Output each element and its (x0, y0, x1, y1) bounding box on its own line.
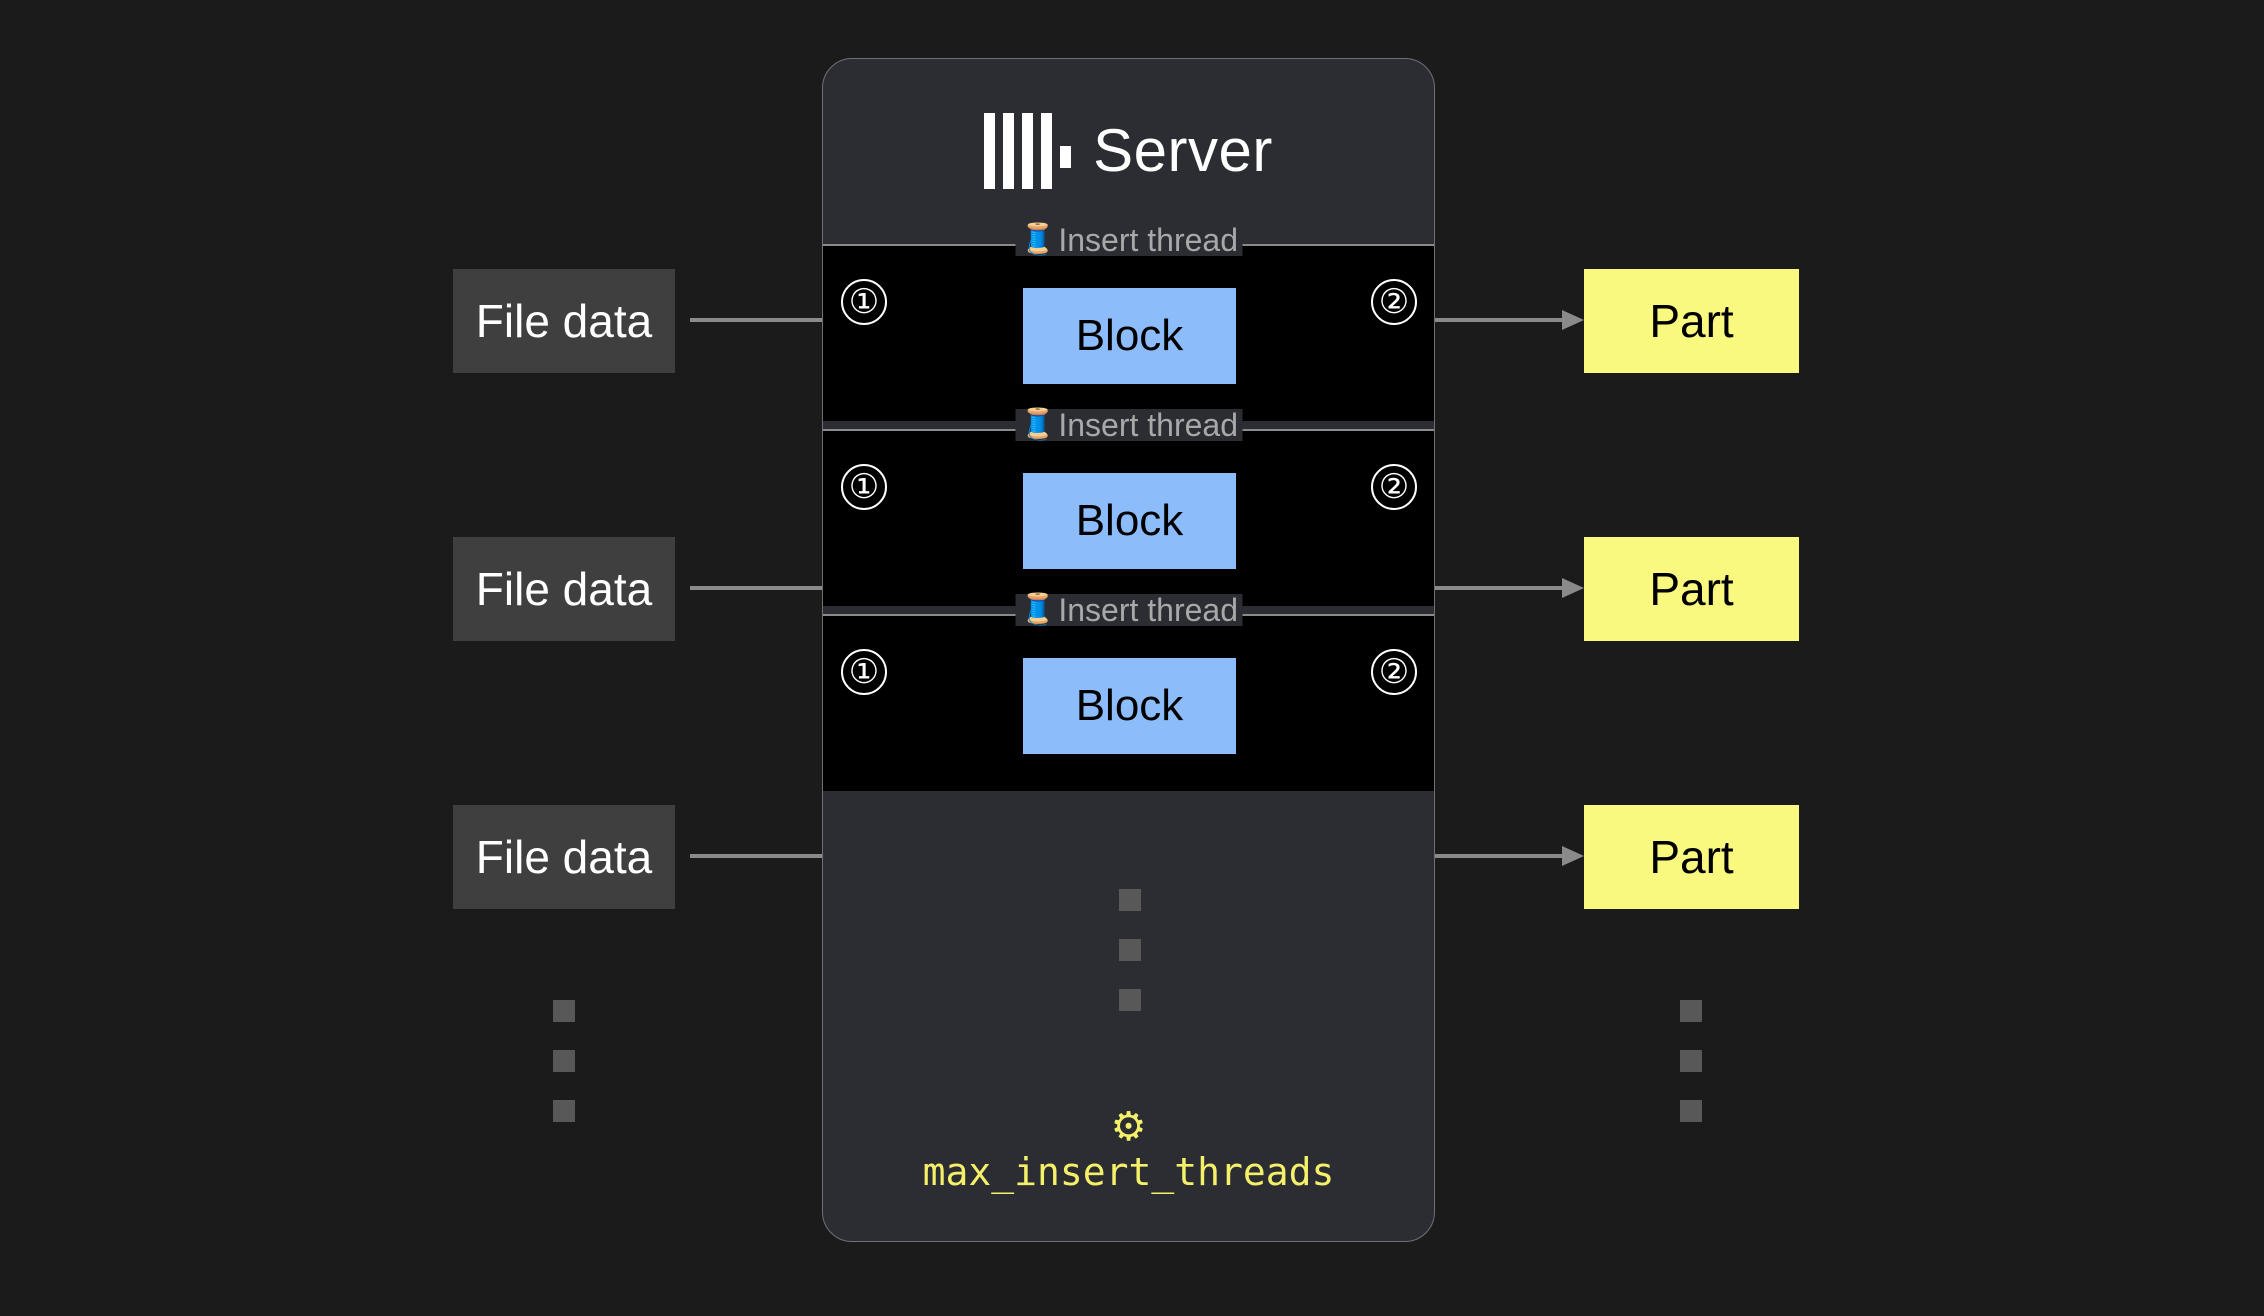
insert-thread-label-3: 🧵 Insert thread (1014, 592, 1243, 628)
step-number-out-2: ② (1371, 464, 1417, 510)
insert-thread-lane-2: 🧵 Insert thread ① ② Block (823, 409, 1434, 606)
gear-icon: ⚙ (1110, 1105, 1147, 1149)
server-header: Server (823, 59, 1434, 243)
block-box-3: Block (1023, 658, 1236, 754)
thread-spool-icon: 🧵 (1018, 408, 1057, 441)
setting-footer: ⚙ max_insert_threads (823, 1107, 1434, 1191)
ellipsis-dot (1119, 939, 1141, 961)
file-data-label: File data (475, 563, 653, 615)
insert-thread-label-1: 🧵 Insert thread (1014, 222, 1243, 258)
part-label: Part (1649, 563, 1734, 615)
thread-spool-icon: 🧵 (1018, 223, 1057, 256)
insert-thread-lane-1: 🧵 Insert thread ① ② Block (823, 224, 1434, 421)
part-box-2: Part (1584, 537, 1799, 641)
part-label: Part (1649, 831, 1734, 883)
insert-thread-lane-3: 🧵 Insert thread ① ② Block (823, 594, 1434, 791)
insert-thread-text: Insert thread (1058, 407, 1239, 443)
insert-thread-text: Insert thread (1058, 592, 1239, 628)
setting-name-label: max_insert_threads (922, 1150, 1335, 1194)
insert-thread-label-2: 🧵 Insert thread (1014, 407, 1243, 443)
server-panel: Server 🧵 Insert thread ① ② Block 🧵 Inser… (822, 58, 1435, 1242)
step-number-out-1: ② (1371, 279, 1417, 325)
ellipsis-dot (1680, 1050, 1702, 1072)
ellipsis-dot (1119, 889, 1141, 911)
step-number-in-2: ① (841, 464, 887, 510)
file-data-box-3: File data (453, 805, 675, 909)
file-data-box-1: File data (453, 269, 675, 373)
part-box-1: Part (1584, 269, 1799, 373)
block-box-2: Block (1023, 473, 1236, 569)
ellipsis-dots-center (1119, 889, 1141, 1011)
step-number-in-3: ① (841, 649, 887, 695)
thread-spool-icon: 🧵 (1018, 593, 1057, 626)
ellipsis-dot (1680, 1000, 1702, 1022)
ellipsis-dot (553, 1050, 575, 1072)
block-label: Block (1075, 496, 1184, 545)
clickhouse-logo-icon (984, 113, 1072, 189)
file-data-label: File data (475, 295, 653, 347)
block-label: Block (1075, 681, 1184, 730)
block-box-1: Block (1023, 288, 1236, 384)
ellipsis-dot (553, 1100, 575, 1122)
file-data-label: File data (475, 831, 653, 883)
ellipsis-dots-left (553, 1000, 575, 1122)
ellipsis-dot (553, 1000, 575, 1022)
ellipsis-dot (1680, 1100, 1702, 1122)
file-data-box-2: File data (453, 537, 675, 641)
ellipsis-dots-right (1680, 1000, 1702, 1122)
insert-thread-text: Insert thread (1058, 222, 1239, 258)
part-label: Part (1649, 295, 1734, 347)
step-number-in-1: ① (841, 279, 887, 325)
server-title: Server (1093, 117, 1273, 184)
step-number-out-3: ② (1371, 649, 1417, 695)
ellipsis-dot (1119, 989, 1141, 1011)
block-label: Block (1075, 311, 1184, 360)
part-box-3: Part (1584, 805, 1799, 909)
